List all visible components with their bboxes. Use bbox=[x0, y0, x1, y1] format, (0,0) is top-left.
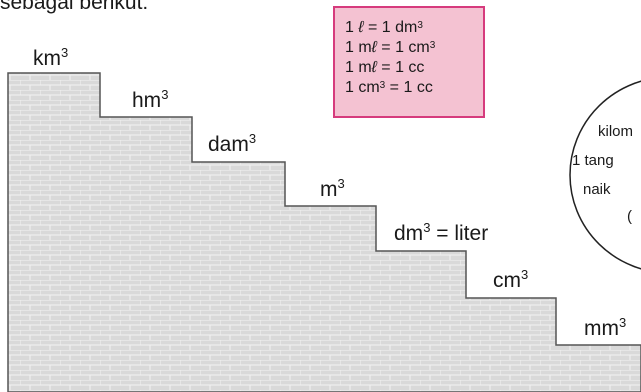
step-label-mm3: mm3 bbox=[584, 315, 627, 340]
speech-bubble bbox=[569, 80, 641, 270]
note-line-3: 1 mℓ = 1 cc bbox=[345, 59, 425, 76]
step-label-m3: m3 bbox=[320, 176, 345, 201]
step-label-cm3: cm3 bbox=[493, 267, 529, 292]
intro-text: sebagai berikut: bbox=[0, 0, 149, 14]
bubble-line-1: kilom bbox=[598, 123, 634, 140]
note-line-1: 1 ℓ = 1 dm3 bbox=[345, 19, 423, 36]
bubble-line-4: ( bbox=[627, 208, 632, 225]
step-label-dam3: dam3 bbox=[208, 131, 257, 156]
note-line-2: 1 mℓ = 1 cm3 bbox=[345, 39, 436, 56]
note-line-4: 1 cm3 = 1 cc bbox=[345, 79, 433, 96]
bubble-line-2: 1 tang bbox=[572, 152, 614, 169]
staircase-shape bbox=[7, 72, 641, 392]
conversion-note-box: 1 ℓ = 1 dm3 1 mℓ = 1 cm3 1 mℓ = 1 cc 1 c… bbox=[333, 6, 485, 118]
step-label-dm3-liter: dm3 = liter bbox=[394, 220, 489, 245]
step-label-km3: km3 bbox=[33, 45, 69, 70]
bubble-line-3: naik bbox=[583, 181, 611, 198]
step-label-hm3: hm3 bbox=[132, 87, 169, 112]
